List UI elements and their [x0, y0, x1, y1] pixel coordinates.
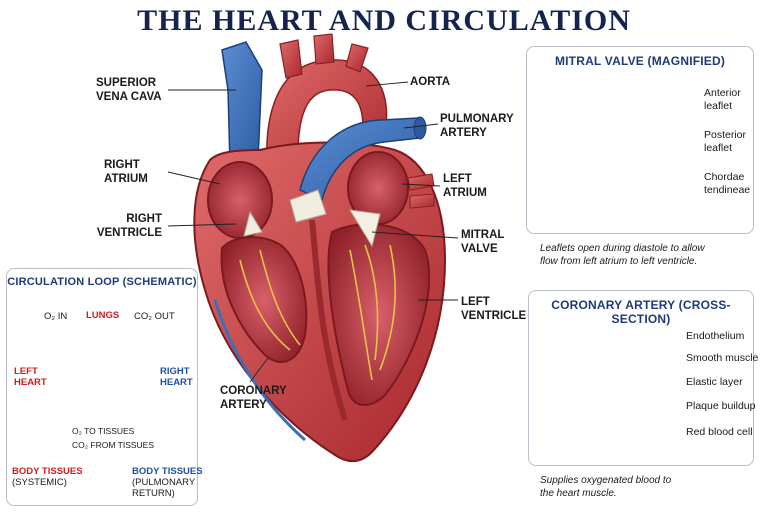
label-mitral-valve: MITRAL VALVE — [461, 229, 505, 255]
loop-co2-from-tissues-label: CO₂ FROM TISSUES — [72, 440, 155, 450]
label-superior-vena-cava: SUPERIOR VENA CAVA — [96, 77, 162, 103]
mitral-panel-title: MITRAL VALVE (MAGNIFIED) — [554, 54, 726, 68]
loop-panel-title: CIRCULATION LOOP (SCHEMATIC) — [7, 276, 197, 288]
callout-endothelium: Endothelium — [686, 330, 745, 342]
mitral-valve-leaflet — [349, 209, 381, 248]
coronary-panel-title: CORONARY ARTERY (CROSS-SECTION) — [551, 298, 731, 326]
heart-leader-lines — [167, 81, 459, 383]
loop-lungs-label: LUNGS — [86, 310, 120, 321]
aorta-branch-2 — [313, 33, 335, 65]
page-title: THE HEART AND CIRCULATION — [137, 4, 631, 37]
aorta-branch-1 — [279, 39, 303, 79]
callout-plaque-buildup: Plaque buildup — [686, 400, 756, 412]
coronary-artery-panel: CORONARY ARTERY (CROSS-SECTION) — [528, 290, 754, 466]
callout-elastic-layer: Elastic layer — [686, 376, 743, 388]
callout-red-blood-cell: Red blood cell — [686, 426, 753, 438]
loop-co2-out-label: CO₂ OUT — [134, 311, 175, 322]
heart-body — [193, 33, 447, 463]
callout-smooth-muscle: Smooth muscle — [686, 352, 759, 364]
tricuspid-valve — [243, 210, 263, 237]
superior-vena-cava-vessel — [221, 41, 263, 166]
aortic-valve — [289, 189, 327, 223]
label-coronary-artery: CORONARY ARTERY — [220, 385, 287, 411]
circulation-loop-panel: CIRCULATION LOOP (SCHEMATIC) — [6, 268, 198, 506]
loop-body-systemic-label: BODY TISSUES (SYSTEMIC) — [12, 466, 83, 488]
label-left-atrium: LEFT ATRIUM — [443, 173, 487, 199]
septum — [309, 219, 348, 421]
loop-body-pulmonary-label: BODY TISSUES (PULMONARY RETURN) — [132, 466, 203, 499]
label-pulmonary-artery: PULMONARY ARTERY — [440, 113, 514, 139]
label-aorta: AORTA — [410, 76, 451, 88]
label-right-ventricle: RIGHT VENTRICLE — [96, 213, 162, 239]
label-left-ventricle: LEFT VENTRICLE — [461, 296, 527, 322]
coronary-artery-line — [213, 299, 306, 442]
loop-o2-in-label: O₂ IN — [44, 311, 68, 322]
right-atrium-chamber — [207, 161, 273, 239]
aorta-branch-3 — [345, 43, 369, 73]
loop-o2-to-tissues-label: O₂ TO TISSUES — [72, 426, 135, 436]
label-right-atrium: RIGHT ATRIUM — [104, 159, 148, 185]
coronary-vessel-line — [239, 244, 396, 381]
pulmonary-vein — [409, 193, 435, 209]
mitral-valve-panel: MITRAL VALVE (MAGNIFIED) — [526, 46, 754, 234]
